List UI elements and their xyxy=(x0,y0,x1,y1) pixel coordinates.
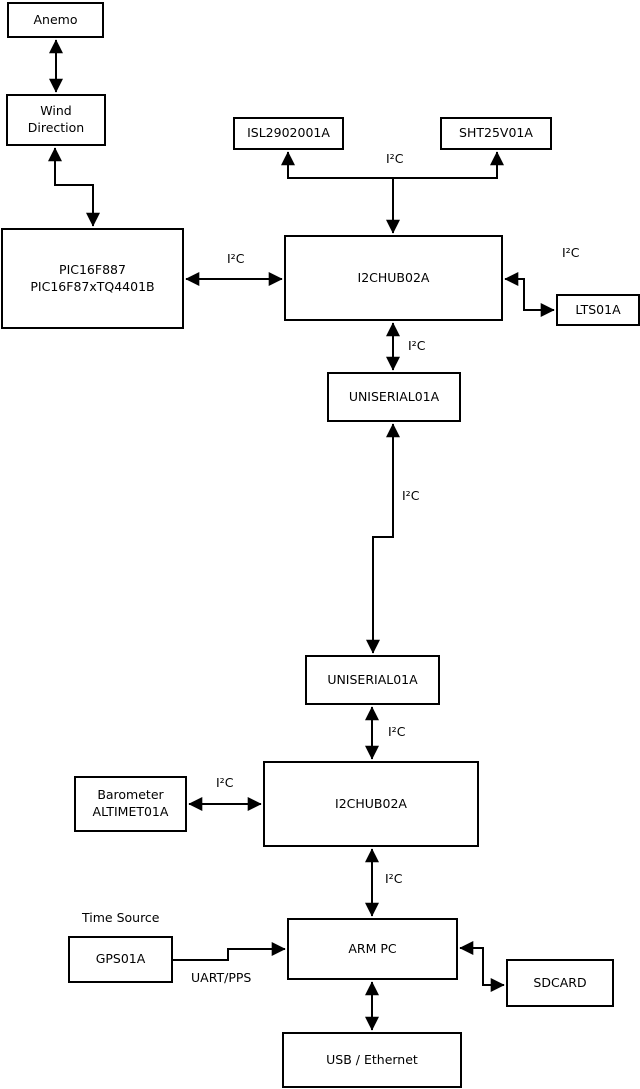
node-isl2902001a: ISL2902001A xyxy=(233,117,344,150)
edge-winddirection-pic xyxy=(48,147,100,227)
node-wind-direction-label: Wind Direction xyxy=(27,103,85,135)
edge-label-i2c-baro-hub2: I²C xyxy=(216,775,234,790)
edge-label-i2c-uniserial-link: I²C xyxy=(402,488,420,503)
node-isl2902001a-label: ISL2902001A xyxy=(247,125,330,141)
annotation-time-source: Time Source xyxy=(82,910,160,925)
node-i2chub02a-bottom: I2CHUB02A xyxy=(263,761,479,847)
edge-i2chubtop-lts xyxy=(504,272,555,317)
node-uniserial01a-lower: UNISERIAL01A xyxy=(305,655,440,705)
edge-label-i2c-pic-hub: I²C xyxy=(227,251,245,266)
node-barometer-altimet01a: Barometer ALTIMET01A xyxy=(74,776,187,832)
node-uniserial01a-lower-label: UNISERIAL01A xyxy=(327,671,418,687)
node-lts01a: LTS01A xyxy=(556,294,640,326)
node-usb-ethernet: USB / Ethernet xyxy=(282,1032,462,1088)
node-gps01a: GPS01A xyxy=(68,936,173,983)
edge-label-i2c-uniserial-hub2: I²C xyxy=(388,724,406,739)
node-sht25v01a: SHT25V01A xyxy=(440,117,552,150)
node-uniserial01a-upper-label: UNISERIAL01A xyxy=(348,388,440,404)
edge-uniserialupper-uniseriallower xyxy=(366,423,400,654)
node-usb-ethernet-label: USB / Ethernet xyxy=(326,1051,418,1067)
node-gps01a-label: GPS01A xyxy=(95,951,146,967)
edge-label-uart-pps: UART/PPS xyxy=(191,970,252,985)
node-wind-direction: Wind Direction xyxy=(6,94,106,146)
edge-label-i2c-hub2-armpc: I²C xyxy=(385,871,403,886)
node-pic16f887: PIC16F887 PIC16F87xTQ4401B xyxy=(1,228,184,329)
node-anemo-label: Anemo xyxy=(33,11,78,27)
node-anemo: Anemo xyxy=(7,2,104,38)
node-sht25v01a-label: SHT25V01A xyxy=(459,125,533,141)
edge-label-i2c-hub-lts: I²C xyxy=(562,245,580,260)
node-pic16f887-label: PIC16F887 PIC16F87xTQ4401B xyxy=(30,261,155,294)
node-lts01a-label: LTS01A xyxy=(575,301,621,317)
edge-label-i2c-hub1-uniserial: I²C xyxy=(408,338,426,353)
node-barometer-altimet01a-label: Barometer ALTIMET01A xyxy=(92,787,169,819)
node-arm-pc: ARM PC xyxy=(287,918,458,980)
node-i2chub02a-bottom-label: I2CHUB02A xyxy=(335,795,407,811)
node-arm-pc-label: ARM PC xyxy=(348,940,397,956)
edge-gps-armpc xyxy=(173,942,286,961)
node-uniserial01a-upper: UNISERIAL01A xyxy=(327,372,461,422)
edge-armpc-sdcard xyxy=(459,941,505,992)
node-i2chub02a-top: I2CHUB02A xyxy=(284,235,503,321)
node-sdcard: SDCARD xyxy=(506,959,614,1007)
node-i2chub02a-top-label: I2CHUB02A xyxy=(357,269,430,285)
node-sdcard-label: SDCARD xyxy=(533,974,587,990)
edge-label-i2c-bus-top: I²C xyxy=(386,151,404,166)
